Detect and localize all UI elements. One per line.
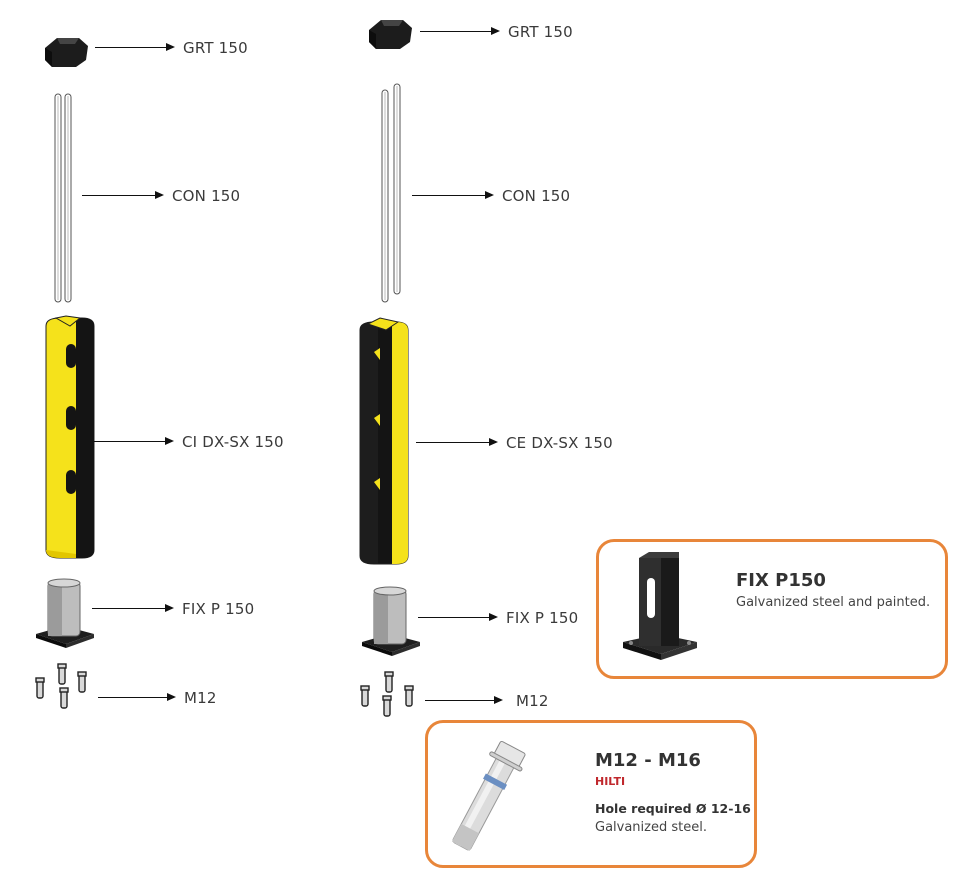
- label-base-right: FIX P 150: [506, 609, 579, 627]
- base-image-left: [36, 578, 94, 648]
- fix-p150-description: Galvanized steel and painted.: [736, 595, 931, 610]
- fix-p150-image: [623, 552, 697, 660]
- anchor-card-description: Galvanized steel.: [595, 820, 707, 835]
- arrow-base-right: [418, 613, 498, 621]
- label-cap-left: GRT 150: [183, 39, 248, 57]
- anchor-bolt-image: [451, 740, 526, 851]
- anchor-card-requirement: Hole required Ø 12-16: [595, 801, 751, 816]
- anchor-card-title: M12 - M16: [595, 750, 701, 771]
- cap-image-left: [45, 38, 88, 67]
- anchors-image-right: [360, 671, 414, 717]
- label-column-right: CE DX-SX 150: [506, 434, 613, 452]
- anchor-card-brand: HILTI: [595, 775, 626, 788]
- arrow-cap-left: [95, 43, 175, 51]
- label-base-left: FIX P 150: [182, 600, 255, 618]
- fix-p150-card: FIX P150 Galvanized steel and painted.: [596, 539, 948, 679]
- connector-image-right: [381, 83, 401, 303]
- base-image-right: [362, 586, 420, 656]
- arrow-connector-left: [82, 191, 164, 199]
- arrow-connector-right: [412, 191, 494, 199]
- column-image-left: [45, 315, 95, 559]
- arrow-anchors-right: [425, 696, 503, 704]
- cap-image-right: [369, 20, 412, 49]
- label-column-left: CI DX-SX 150: [182, 433, 284, 451]
- column-image-right: [359, 317, 409, 565]
- label-connector-left: CON 150: [172, 187, 241, 205]
- arrow-anchors-left: [98, 693, 176, 701]
- label-connector-right: CON 150: [502, 187, 571, 205]
- label-anchors-right: M12: [516, 692, 549, 710]
- arrow-column-left: [92, 437, 174, 445]
- label-anchors-left: M12: [184, 689, 217, 707]
- connector-image-left: [54, 93, 72, 303]
- arrow-column-right: [416, 438, 498, 446]
- label-cap-right: GRT 150: [508, 23, 573, 41]
- arrow-base-left: [92, 604, 174, 612]
- anchors-image-left: [35, 663, 87, 709]
- fix-p150-title: FIX P150: [736, 570, 826, 591]
- arrow-cap-right: [420, 27, 500, 35]
- anchor-card: M12 - M16 HILTI Hole required Ø 12-16 Ga…: [425, 720, 757, 868]
